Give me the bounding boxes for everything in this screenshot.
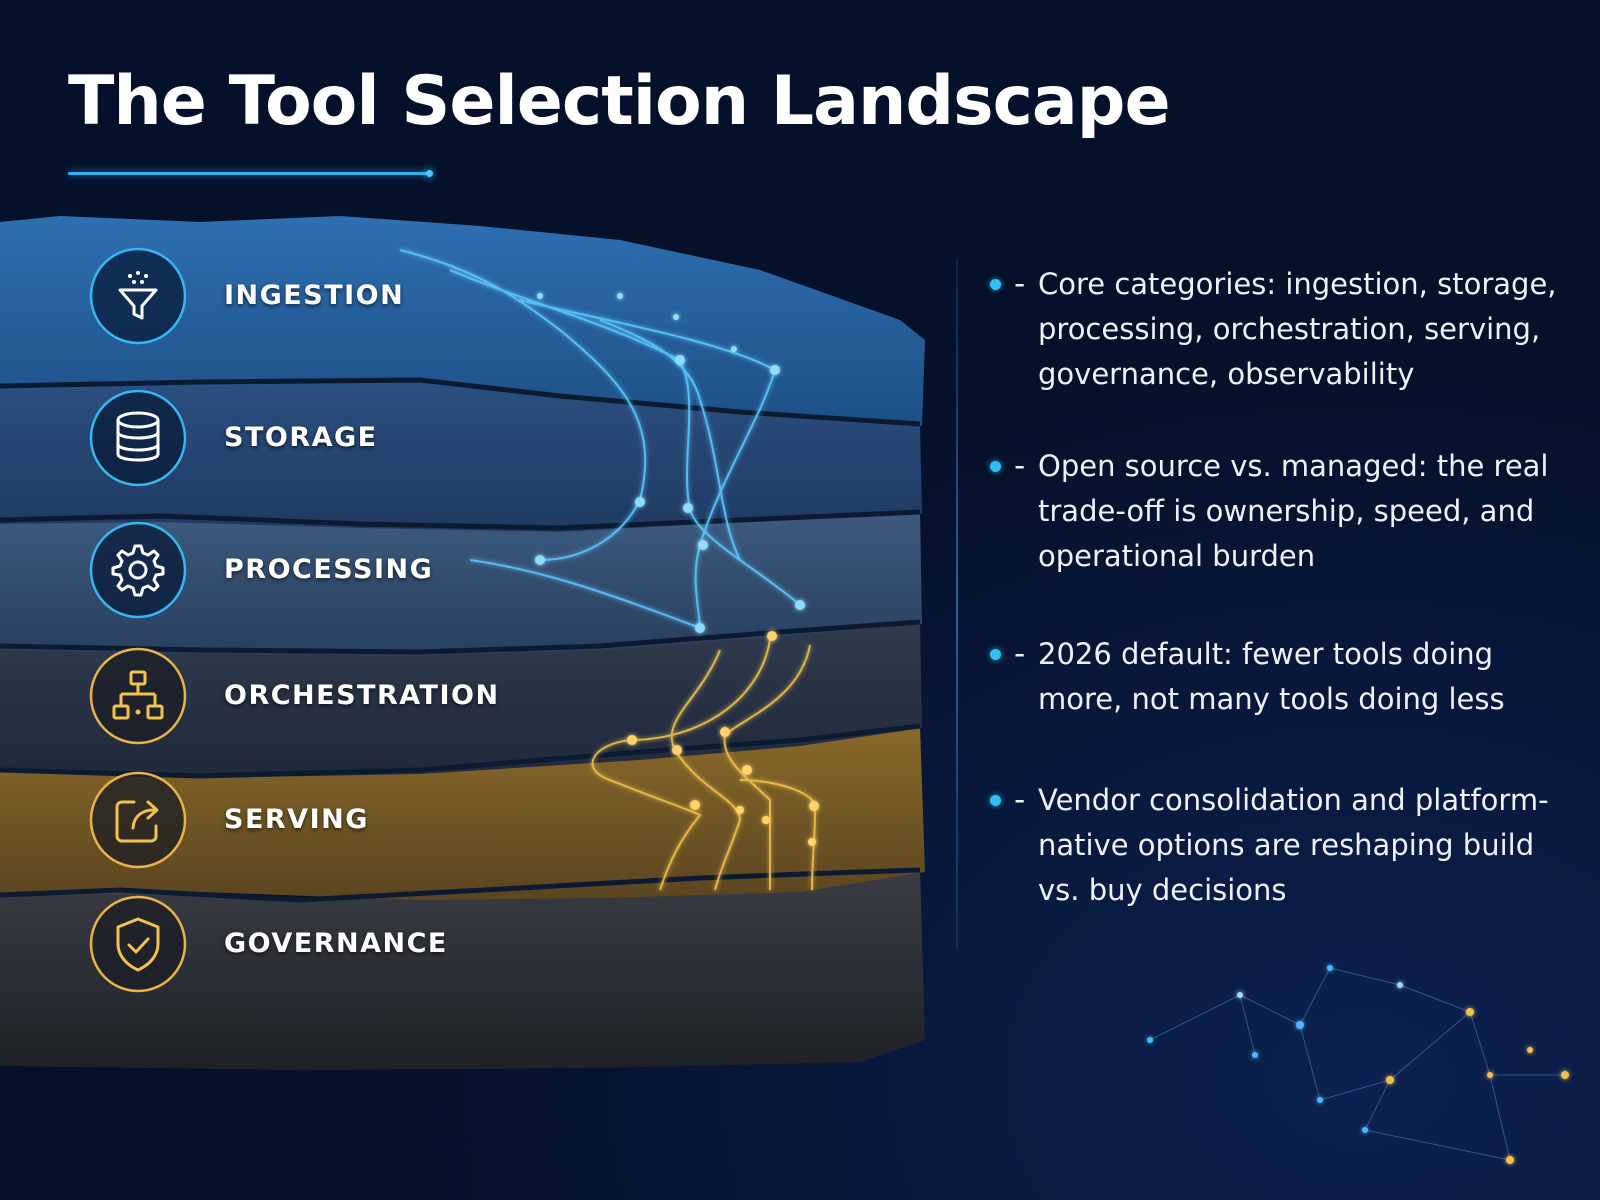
bullet-text: Open source vs. managed: the real trade-… [1038, 449, 1549, 573]
page-title: The Tool Selection Landscape [68, 62, 1171, 141]
layer-orchestration: ORCHESTRATION [88, 646, 548, 750]
bullet-text: Vendor consolidation and platform-native… [1038, 783, 1549, 907]
layer-ingestion: INGESTION [88, 246, 548, 350]
share-icon [88, 770, 188, 870]
layer-governance: GOVERNANCE [88, 894, 548, 998]
layer-label-ingestion: INGESTION [224, 280, 405, 311]
bullet-dot-icon [990, 795, 1001, 806]
title-underline [68, 170, 433, 177]
vertical-divider [956, 258, 958, 950]
layer-label-processing: PROCESSING [224, 554, 434, 585]
bullet-text: 2026 default: fewer tools doing more, no… [1038, 637, 1505, 716]
layer-processing: PROCESSING [88, 520, 548, 624]
layer-storage: STORAGE [88, 388, 548, 492]
database-icon [88, 388, 188, 488]
layer-label-storage: STORAGE [224, 422, 378, 453]
bullet-dash: - [1014, 636, 1026, 672]
bullet-text: Core categories: ingestion, storage, pro… [1038, 267, 1557, 391]
layer-label-governance: GOVERNANCE [224, 928, 448, 959]
layer-label-orchestration: ORCHESTRATION [224, 680, 500, 711]
bullet-dash: - [1014, 266, 1026, 302]
funnel-icon [88, 246, 188, 346]
stratum-serving [0, 726, 925, 900]
rock-strata [0, 216, 925, 1070]
bullet-dash: - [1014, 448, 1026, 484]
stratum-orchestration [0, 622, 922, 778]
bullet-dot-icon [990, 461, 1001, 472]
network-nodes [1147, 965, 1569, 1164]
stratum-ingestion [0, 216, 925, 426]
bullet-dot-icon [990, 649, 1001, 660]
shield-check-icon [88, 894, 188, 994]
stratum-storage [0, 380, 922, 532]
bullet-dash: - [1014, 782, 1026, 818]
flow-nodes [535, 293, 819, 846]
hierarchy-icon [88, 646, 188, 746]
stratum-processing [0, 512, 922, 656]
bullet-dot-icon [990, 279, 1001, 290]
network-constellation [1149, 967, 1565, 1161]
flow-lines-blue [399, 249, 801, 631]
stratum-governance [0, 870, 925, 1070]
layer-label-serving: SERVING [224, 804, 369, 835]
layer-serving: SERVING [88, 770, 548, 874]
gear-icon [88, 520, 188, 620]
